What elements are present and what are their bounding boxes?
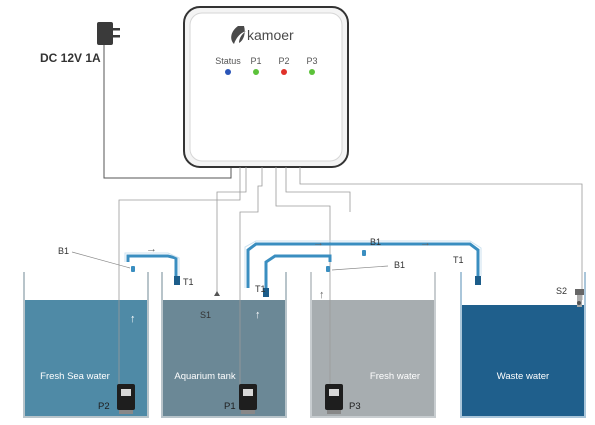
waste-water-label: Waste water: [497, 371, 549, 382]
waste-water-fill: [461, 305, 585, 417]
check-valve-icon: [131, 250, 366, 272]
pump-p2-label: P2: [98, 401, 110, 412]
t1-nozzle-mid: [263, 288, 269, 297]
t1-label-right: T1: [453, 255, 464, 265]
b1-label-right: B1: [394, 260, 405, 270]
pump-p1-icon: [239, 384, 257, 414]
t1-label-left: T1: [183, 277, 194, 287]
led-label-p1: P1: [250, 56, 261, 66]
controller-box: kamoer Status P1 P2 P3: [183, 6, 349, 168]
flow-arrow-up-icon: ↑: [255, 309, 261, 321]
led-label-status: Status: [215, 56, 241, 66]
fresh-water-label: Fresh water: [370, 371, 420, 382]
b1-label-left: B1: [58, 246, 69, 256]
pipes: [126, 242, 480, 288]
led-label-p3: P3: [306, 56, 317, 66]
led-label-p2: P2: [278, 56, 289, 66]
power-adapter-icon: [97, 22, 232, 179]
s2-sensor-icon: [575, 289, 584, 307]
flow-arrow-right-icon: →: [313, 237, 324, 249]
pump-p3-label: P3: [349, 401, 361, 412]
pump-p1-label: P1: [224, 401, 236, 412]
tank-waste-water: [460, 272, 586, 418]
led-p1-icon: [253, 69, 259, 75]
pipe-glass-outline: [124, 240, 482, 288]
flow-arrow-up-icon: ↑: [319, 289, 325, 301]
b1-leader-line-right: [331, 265, 389, 271]
tank-aquarium: [161, 272, 287, 418]
pump-p2-icon: [117, 384, 135, 414]
power-label: DC 12V 1A: [40, 51, 101, 65]
b1-leader-line: [71, 251, 131, 269]
s1-sensor-icon: [214, 291, 220, 296]
flow-arrow-right-icon: →: [146, 243, 157, 255]
t1-nozzle-left: [174, 276, 180, 285]
aquarium-tank-label: Aquarium tank: [174, 371, 236, 382]
t1-label-mid: T1: [255, 284, 266, 294]
led-status-icon: [225, 69, 231, 75]
led-p2-icon: [281, 69, 287, 75]
t1-nozzle-right: [475, 276, 481, 285]
controller-cables: [118, 167, 583, 390]
aquarium-water-fill: [162, 300, 286, 417]
s2-label: S2: [556, 286, 567, 296]
brand-name: kamoer: [247, 27, 294, 43]
flow-arrow-up-icon: ↑: [130, 313, 136, 325]
flow-arrow-right-icon: →: [420, 237, 431, 249]
s1-label: S1: [200, 310, 211, 320]
led-p3-icon: [309, 69, 315, 75]
fresh-sea-water-label: Fresh Sea water: [40, 371, 110, 382]
pump-p3-icon: [325, 384, 343, 414]
kamoer-logo-icon: [231, 26, 246, 44]
b1-label-top: B1: [370, 237, 381, 247]
